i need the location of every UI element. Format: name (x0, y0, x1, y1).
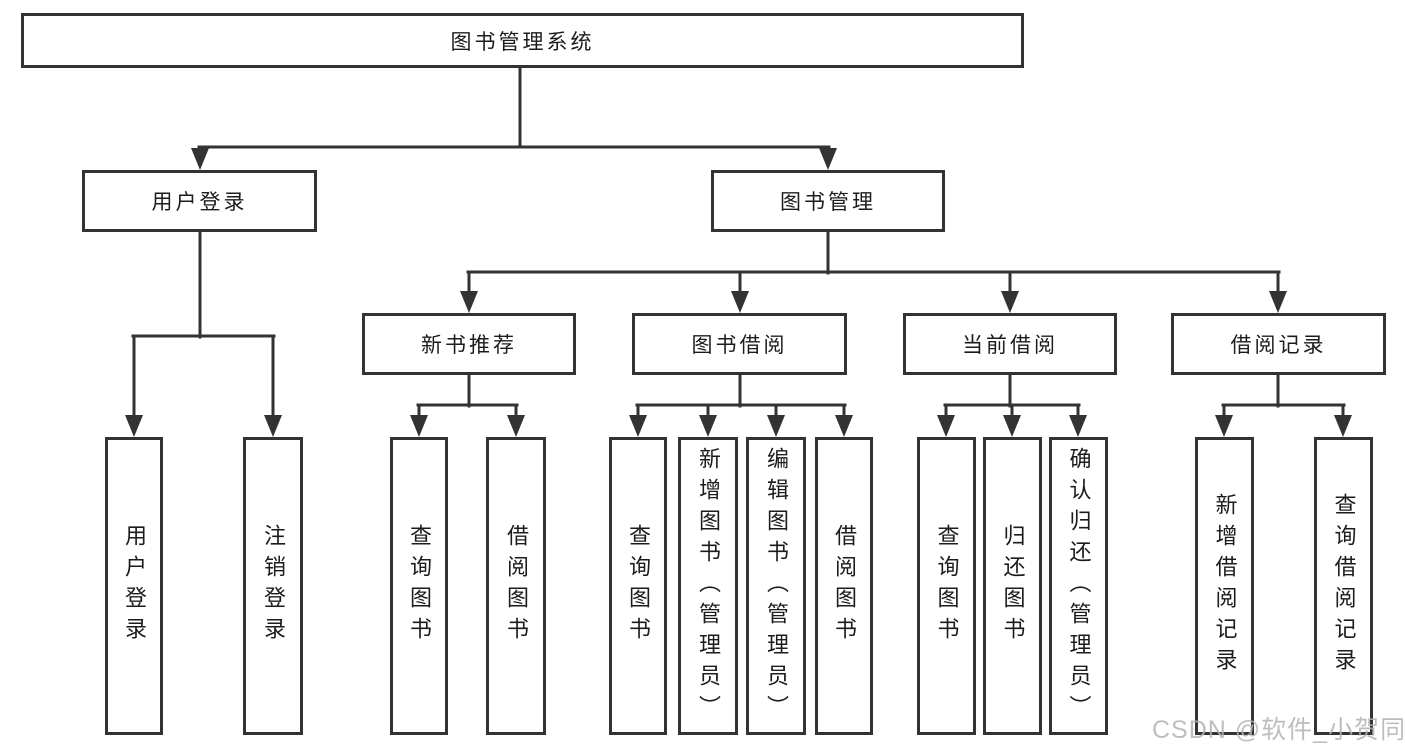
node-leaf-return-books: 归还图书 (983, 437, 1042, 735)
node-current-borrowing: 当前借阅 (903, 313, 1117, 375)
node-leaf-borrow-books: 借阅图书 (815, 437, 873, 735)
node-leaf-borrow-books-recommend: 借阅图书 (486, 437, 546, 735)
node-user-login: 用户登录 (82, 170, 317, 232)
node-new-book-recommend: 新书推荐 (362, 313, 576, 375)
node-label: 编辑图书（管理员） (764, 446, 789, 726)
node-leaf-add-book-admin: 新增图书（管理员） (678, 437, 738, 735)
node-label: 查询借阅记录 (1331, 493, 1357, 679)
node-leaf-edit-book-admin: 编辑图书（管理员） (746, 437, 806, 735)
node-book-borrowing: 图书借阅 (632, 313, 847, 375)
node-label: 图书管理 (780, 191, 876, 214)
node-label: 查询图书 (407, 524, 432, 648)
node-leaf-query-books-borrow: 查询图书 (609, 437, 667, 735)
node-label: 用户登录 (151, 191, 248, 214)
node-label: 借阅图书 (504, 524, 529, 648)
node-leaf-logout: 注销登录 (243, 437, 303, 735)
node-label: 新书推荐 (421, 334, 517, 357)
node-label: 查询图书 (626, 524, 651, 648)
node-book-management: 图书管理 (711, 170, 945, 232)
node-label: 图书借阅 (691, 334, 788, 357)
node-leaf-query-borrow-record: 查询借阅记录 (1314, 437, 1373, 735)
node-leaf-add-borrow-record: 新增借阅记录 (1195, 437, 1254, 735)
node-leaf-query-books-recommend: 查询图书 (390, 437, 448, 735)
node-label: 当前借阅 (962, 334, 1058, 357)
node-label: 借阅图书 (832, 524, 857, 648)
node-leaf-query-books-current: 查询图书 (917, 437, 976, 735)
csdn-watermark: CSDN @软件_小贺同学 (1152, 716, 1405, 744)
node-borrowing-records: 借阅记录 (1171, 313, 1386, 375)
node-label: 新增借阅记录 (1212, 493, 1238, 679)
node-root-system: 图书管理系统 (21, 13, 1024, 68)
node-label: 查询图书 (934, 524, 960, 648)
node-label: 借阅记录 (1230, 334, 1327, 357)
node-label: 归还图书 (1000, 524, 1026, 648)
node-label: 图书管理系统 (450, 30, 595, 54)
node-label: 确认归还（管理员） (1066, 446, 1092, 726)
node-label: 新增图书（管理员） (696, 446, 721, 726)
node-leaf-confirm-return-admin: 确认归还（管理员） (1049, 437, 1108, 735)
node-label: 用户登录 (122, 524, 147, 648)
node-leaf-user-login: 用户登录 (105, 437, 163, 735)
node-label: 注销登录 (261, 524, 286, 648)
